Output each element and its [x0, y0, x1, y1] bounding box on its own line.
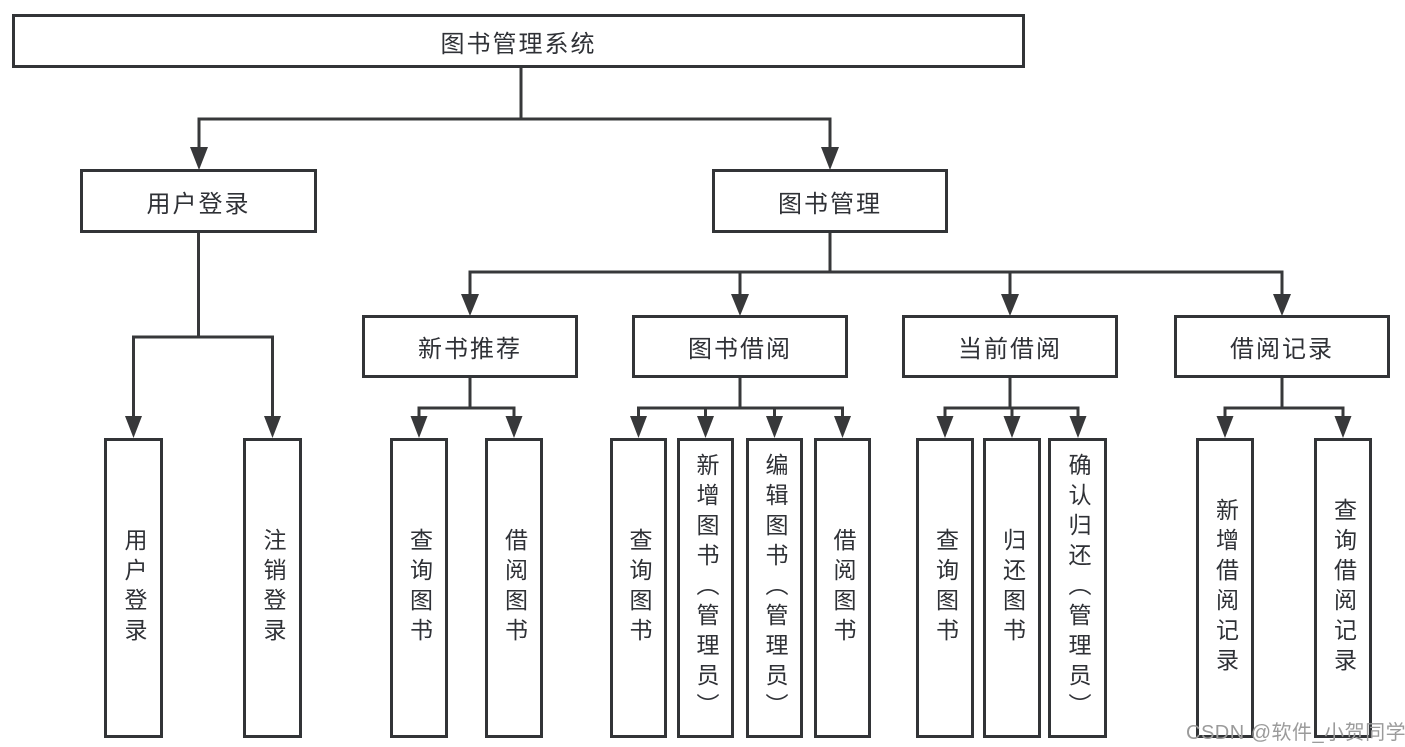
node-library-system-label: 图书管理系统 — [440, 30, 597, 58]
arrow-down-icon — [1003, 416, 1021, 438]
connector-book-borrow-branch — [637, 378, 844, 418]
arrow-down-icon — [1216, 416, 1234, 438]
node-current-borrow: 当前借阅 — [902, 315, 1118, 378]
arrow-down-icon — [766, 416, 783, 438]
leaf-borrow-books-recommend-label: 借阅图书 — [501, 528, 528, 648]
leaf-borrow-books-recommend: 借阅图书 — [485, 438, 543, 738]
leaf-user-login-label: 用户登录 — [121, 528, 147, 648]
arrow-down-icon — [630, 416, 647, 438]
leaf-borrow-books-label: 借阅图书 — [830, 528, 856, 648]
leaf-confirm-return-admin: 确认归还（管理员） — [1048, 438, 1107, 738]
node-current-borrow-label: 当前借阅 — [958, 336, 1062, 363]
leaf-edit-book-admin-label: 编辑图书（管理员） — [762, 453, 788, 723]
node-user-login-label: 用户登录 — [146, 190, 251, 218]
leaf-borrow-books: 借阅图书 — [814, 438, 871, 738]
node-borrow-records-label: 借阅记录 — [1230, 336, 1334, 363]
node-borrow-records: 借阅记录 — [1174, 315, 1390, 378]
leaf-query-books-borrow: 查询图书 — [610, 438, 667, 738]
arrow-down-icon — [821, 147, 839, 170]
connector-borrow-records-branch — [1223, 378, 1345, 418]
leaf-logout-label: 注销登录 — [260, 528, 286, 648]
leaf-query-books-recommend: 查询图书 — [390, 438, 448, 738]
arrow-down-icon — [505, 416, 523, 438]
connector-root-to-level2 — [197, 66, 832, 150]
leaf-query-borrow-record-label: 查询借阅记录 — [1330, 498, 1357, 678]
arrow-down-icon — [190, 147, 208, 170]
arrow-down-icons — [125, 147, 1352, 438]
node-book-management: 图书管理 — [712, 169, 948, 233]
leaf-query-books-borrow-label: 查询图书 — [626, 528, 652, 648]
node-book-management-label: 图书管理 — [778, 190, 882, 218]
arrow-down-icon — [731, 294, 749, 316]
leaf-add-book-admin: 新增图书（管理员） — [677, 438, 734, 738]
node-new-book-recommend: 新书推荐 — [362, 315, 578, 378]
leaf-return-book: 归还图书 — [983, 438, 1041, 738]
leaf-return-book-label: 归还图书 — [999, 528, 1026, 648]
arrow-down-icon — [264, 416, 281, 438]
leaf-query-books-current-label: 查询图书 — [932, 528, 959, 648]
leaf-add-borrow-record: 新增借阅记录 — [1196, 438, 1254, 738]
arrow-down-icon — [1001, 294, 1019, 316]
leaf-query-books-current: 查询图书 — [916, 438, 974, 738]
leaf-user-login: 用户登录 — [104, 438, 163, 738]
leaf-add-borrow-record-label: 新增借阅记录 — [1212, 498, 1239, 678]
arrow-down-icon — [1273, 294, 1291, 316]
arrow-down-icon — [936, 416, 954, 438]
watermark: CSDN @软件_小贺同学 — [1186, 722, 1405, 744]
connector-book-management-to-level3 — [468, 233, 1284, 297]
node-user-login: 用户登录 — [80, 169, 317, 233]
arrow-down-icon — [697, 416, 714, 438]
node-library-system: 图书管理系统 — [12, 14, 1025, 68]
leaf-edit-book-admin: 编辑图书（管理员） — [746, 438, 803, 738]
leaf-add-book-admin-label: 新增图书（管理员） — [693, 453, 719, 723]
node-book-borrow: 图书借阅 — [632, 315, 848, 378]
arrow-down-icon — [1069, 416, 1087, 438]
connector-user-login-branch — [132, 233, 274, 418]
leaf-logout: 注销登录 — [243, 438, 302, 738]
leaf-query-borrow-record: 查询借阅记录 — [1314, 438, 1372, 738]
node-book-borrow-label: 图书借阅 — [688, 336, 792, 363]
arrow-down-icon — [461, 294, 479, 316]
connector-new-book-branch — [417, 378, 516, 418]
arrow-down-icon — [834, 416, 851, 438]
leaf-confirm-return-admin-label: 确认归还（管理员） — [1065, 453, 1091, 723]
arrow-down-icon — [410, 416, 428, 438]
arrow-down-icon — [1334, 416, 1352, 438]
connector-current-borrow-branch — [943, 378, 1080, 418]
arrow-down-icon — [125, 416, 142, 438]
leaf-query-books-recommend-label: 查询图书 — [406, 528, 433, 648]
node-new-book-recommend-label: 新书推荐 — [418, 336, 522, 363]
